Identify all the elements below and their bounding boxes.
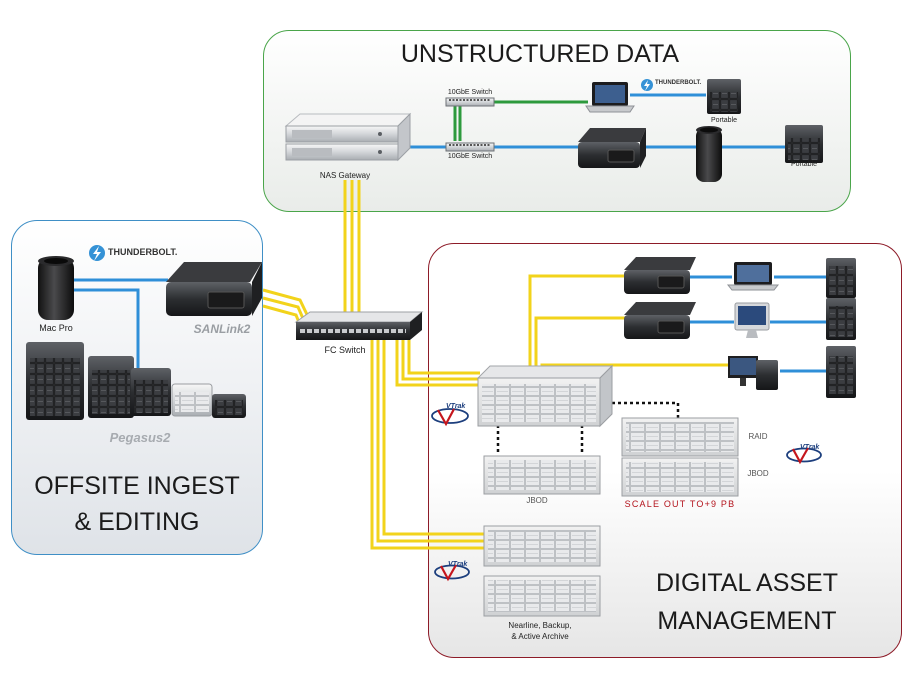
sanlink-dam-2 <box>624 302 696 339</box>
portable-top-label: Portable <box>710 117 738 124</box>
10gbe-switch-bottom <box>445 142 495 152</box>
macbook-laptop-top <box>585 82 635 113</box>
vtrak-brand-raid: VTrak <box>800 444 820 451</box>
thunderbolt-brand-top: THUNDERBOLT. <box>655 80 702 86</box>
pegasus-family <box>26 342 246 420</box>
vtrak-head-unit <box>476 364 614 428</box>
pegasus-dam-3 <box>826 346 856 398</box>
vtrak-brand-nearline: VTrak <box>448 561 468 568</box>
pegasus-dam-1 <box>826 258 856 298</box>
thunderbolt-logo-left <box>89 245 105 261</box>
unstructured-data-title: UNSTRUCTURED DATA <box>400 40 680 68</box>
mac-pro-unstructured <box>696 126 722 182</box>
thunderbolt-brand-left: THUNDERBOLT. <box>108 247 178 257</box>
raid-enclosure <box>621 417 739 457</box>
sanlink-offsite <box>166 262 262 316</box>
vtrak-logo-raid-swoosh <box>786 447 822 465</box>
switch-top-label: 10GbE Switch <box>447 89 493 96</box>
fc-switch-label: FC Switch <box>324 345 366 355</box>
macbook-laptop-dam <box>726 262 780 291</box>
fc-link-nas <box>343 180 361 318</box>
nas-gateway-label: NAS Gateway <box>319 171 371 180</box>
dam-title: DIGITAL ASSET MANAGEMENT <box>656 569 838 635</box>
tb-links <box>74 93 826 373</box>
mac-pro-label: Mac Pro <box>39 323 73 333</box>
nearline-enclosure-bottom <box>483 575 601 617</box>
nearline-enclosure-top <box>483 525 601 567</box>
jbod-right-label: JBOD <box>747 469 769 478</box>
jbod-right-enclosure <box>621 457 739 497</box>
portable-raid-right <box>785 125 823 163</box>
vtrak-logo-nearline-swoosh <box>434 564 470 582</box>
vtrak-brand-main: VTrak <box>446 403 466 410</box>
ethernet-links <box>453 100 588 141</box>
pegasus-dam-2 <box>826 298 856 340</box>
fc-link-nearline <box>370 340 488 550</box>
switch-bottom-label: 10GbE Switch <box>447 153 493 160</box>
10gbe-switch-top <box>445 97 495 107</box>
nas-gateway <box>284 112 412 162</box>
eth-link-switches <box>453 104 462 141</box>
pegasus-brand: Pegasus2 <box>109 430 171 445</box>
portable-right-label: Portable <box>790 161 818 168</box>
sanlink-dam-1 <box>624 257 696 294</box>
tb-link-offsite-pegasus <box>74 288 140 368</box>
sanlink-unstructured <box>578 128 646 168</box>
imac-dam <box>734 302 770 338</box>
fc-switch <box>294 311 424 340</box>
scale-out-label: SCALE OUT TO+9 PB <box>624 499 736 509</box>
thunderbolt-logo-top <box>641 79 653 91</box>
nearline-label: Nearline, Backup, & Active Archive <box>508 621 572 641</box>
fc-link-vtrak <box>395 340 480 387</box>
offsite-ingest-title: OFFSITE INGEST & EDITING <box>34 472 240 536</box>
workstation-dam <box>728 356 778 390</box>
jbod-left-label: JBOD <box>526 496 548 505</box>
fc-links <box>262 180 728 550</box>
mac-pro-offsite <box>38 256 74 320</box>
raid-label: RAID <box>748 432 768 441</box>
vtrak-logo-main-swoosh <box>431 408 469 427</box>
jbod-left-enclosure <box>483 455 601 495</box>
sanlink-brand: SANLink2 <box>193 322 251 336</box>
sas-links <box>496 401 680 455</box>
portable-raid-top <box>707 79 741 114</box>
